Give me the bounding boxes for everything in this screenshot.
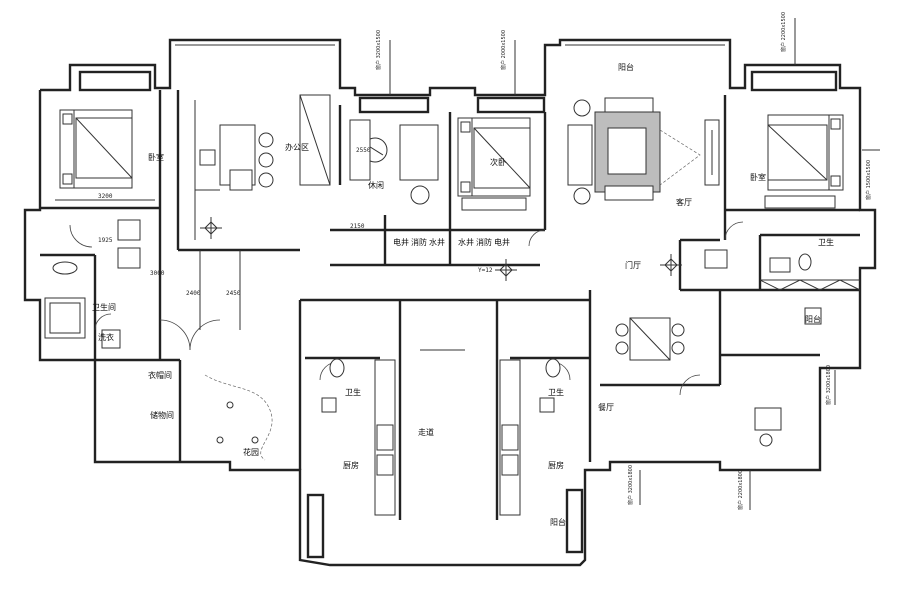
- shaft-label: 消防: [411, 237, 427, 247]
- dimension-text: 2550: [356, 147, 371, 154]
- window-tags: 窗户 3200x1500 窗户 2000x1500 窗户 2200x1500 窗…: [375, 12, 880, 510]
- window-tag: 窗户 3200x1500: [375, 30, 382, 70]
- room-label-dressing: 衣帽间: [148, 370, 172, 380]
- room-labels: 卧室 办公区 休闲 次卧 阳台 客厅 卧室 卫生间 洗衣 衣帽间 储物间 花园 …: [92, 62, 834, 527]
- window-tag: 窗户 1500x1500: [865, 160, 872, 200]
- dimensions: 3200 1925 2400 2450 2150 3000 2550 Y=12: [55, 147, 493, 330]
- room-label-balcony-right: 阳台: [805, 314, 821, 324]
- dimension-text: 2450: [226, 290, 241, 297]
- room-label-dining: 餐厅: [598, 403, 614, 412]
- level-marker: Y=12: [478, 267, 493, 274]
- study-furniture: [194, 100, 274, 240]
- room-label-kitchen-right: 厨房: [548, 460, 564, 470]
- room-label-bath-right: 卫生: [818, 237, 834, 247]
- room-label-lounge: 休闲: [368, 180, 384, 190]
- shaft-label: 电井: [393, 237, 409, 247]
- plant-icon: [200, 217, 682, 281]
- doors: [69, 221, 744, 396]
- room-label-bedroom-right: 卧室: [750, 172, 766, 182]
- bedroom-left-furniture: [59, 109, 133, 189]
- shaft-label: 消防: [476, 237, 492, 247]
- room-label-living: 客厅: [676, 197, 692, 207]
- room-label-corridor: 走道: [418, 427, 434, 437]
- dimension-text: 3200: [98, 193, 113, 200]
- interior-walls: [40, 90, 860, 520]
- room-label-bedroom-left: 卧室: [148, 152, 164, 162]
- garden-outline: [204, 374, 273, 461]
- lounge-furniture: [299, 94, 439, 205]
- living-furniture: [567, 97, 720, 205]
- window-tag: 窗户 2200x1800: [737, 470, 744, 510]
- dimension-text: 1925: [98, 237, 113, 244]
- bedroom-mid-furniture: [457, 117, 531, 211]
- room-label-bath-mid: 卫生: [345, 387, 361, 397]
- room-label-entry: 门厅: [625, 260, 641, 270]
- room-label-balcony: 阳台: [618, 62, 634, 72]
- dimension-text: 3000: [150, 270, 165, 277]
- room-label-bath-left: 卫生间: [92, 302, 116, 312]
- room-label-storage: 储物间: [150, 410, 174, 420]
- shaft-label: 水井: [429, 237, 445, 247]
- bath-left-fixtures: [44, 219, 141, 349]
- room-label-balcony-bottom: 阳台: [550, 517, 566, 527]
- window-tag: 窗户 3200x1800: [627, 465, 634, 505]
- dimension-text: 2150: [350, 223, 365, 230]
- window-tag: 窗户 3200x1800: [825, 365, 832, 405]
- room-label-bath-mid2: 卫生: [548, 387, 564, 397]
- dimension-text: 2400: [186, 290, 201, 297]
- room-label-study: 办公区: [285, 142, 309, 152]
- room-label-bedroom-mid: 次卧: [490, 157, 506, 167]
- room-label-garden: 花园: [243, 447, 259, 457]
- shaft-label: 水井: [458, 237, 474, 247]
- window-tag: 窗户 2200x1500: [780, 12, 787, 52]
- shaft-labels: 电井 消防 水井 水井 消防 电井: [393, 237, 510, 247]
- kitchen-fixtures: [321, 349, 561, 516]
- dining-furniture: [615, 249, 861, 447]
- shaft-label: 电井: [494, 237, 510, 247]
- room-label-laundry: 洗衣: [98, 332, 114, 342]
- window-tag: 窗户 2000x1500: [500, 30, 507, 70]
- room-label-kitchen-left: 厨房: [343, 460, 359, 470]
- bedroom-right-furniture: [764, 114, 844, 209]
